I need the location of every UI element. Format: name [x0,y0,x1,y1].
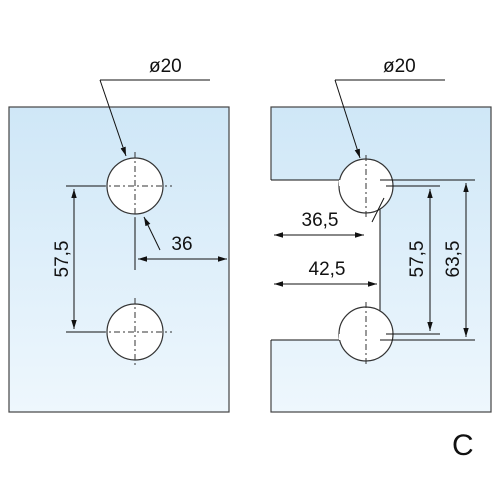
variant-letter: C [452,429,474,462]
right-dim-upper-label: 36,5 [302,210,339,231]
right-glass-panel: 36,5 42,5 57,5 63,5 ø20 [270,56,492,413]
left-diameter-leader-lower [143,216,161,251]
right-diameter-leader-lower [371,197,385,223]
right-vertical-spacing-label: 57,5 [407,241,428,278]
right-diameter-label: ø20 [383,56,416,77]
right-overall-height-label: 63,5 [443,241,464,278]
right-dim-lower-label: 42,5 [309,259,346,280]
left-glass-panel: 57,5 36 ø20 [8,56,230,413]
left-edge-distance-label: 36 [171,234,192,255]
left-vertical-spacing-label: 57,5 [52,241,73,278]
left-diameter-leader-arrow [99,79,127,157]
right-diameter-leader-arrow [334,79,361,159]
left-diameter-label: ø20 [149,56,182,77]
